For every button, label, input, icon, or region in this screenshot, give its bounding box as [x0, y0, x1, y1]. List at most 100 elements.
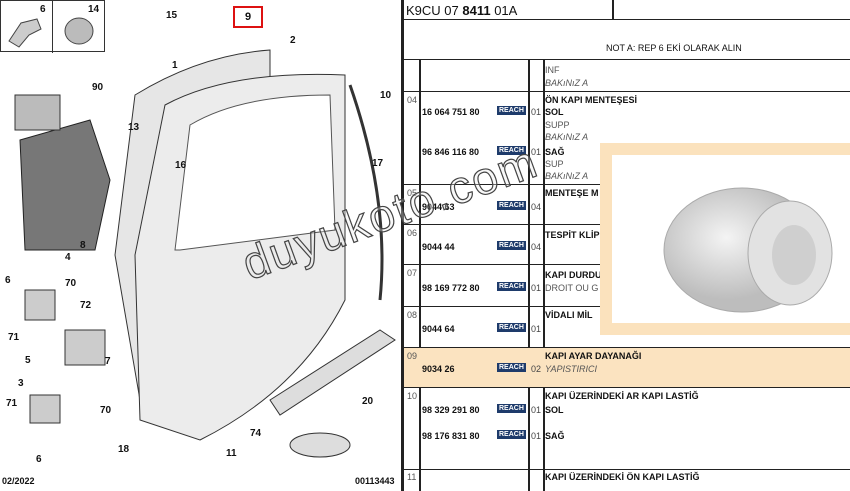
cell-text: 01 [531, 107, 542, 117]
callout-18: 18 [118, 444, 130, 455]
cell-text: 02 [531, 364, 542, 374]
cell-text: 9044 64 [422, 324, 455, 334]
callout-1: 1 [172, 60, 178, 71]
column-divider [528, 60, 530, 491]
cell-text: 08 [407, 310, 418, 320]
table-row[interactable]: INF BAKıNıZ A [404, 60, 850, 92]
cell-text: K9CU 07 [406, 3, 463, 18]
cell-text: SUP [545, 159, 564, 169]
cell-text: KAPI ÜZERİNDEKİ ÖN KAPI LASTİĞ [545, 472, 700, 482]
cell-text: SUPP [545, 120, 570, 130]
callout-13: 13 [128, 122, 140, 133]
cell-text: 9044 63 [422, 202, 455, 212]
note-text: NOT A: REP 6 EKİ OLARAK ALIN [606, 43, 742, 53]
thumb-clip[interactable] [1, 1, 53, 53]
plug-icon [64, 17, 94, 45]
reach-badge: REACH [497, 146, 526, 155]
cell-text: 07 [407, 268, 418, 278]
cell-text: 06 [407, 228, 418, 238]
cell-text: MENTEŞE M [545, 188, 599, 198]
callout-7: 7 [105, 356, 111, 367]
callout-14: 14 [88, 4, 100, 15]
cell-text: 98 176 831 80 [422, 431, 480, 441]
bumper-part-image [663, 187, 833, 313]
diagram-date: 02/2022 [2, 476, 35, 486]
cell-text: 01 [531, 283, 542, 293]
cell-text [612, 0, 614, 20]
cell-text: SOL [545, 405, 564, 415]
thumbnail-strip [0, 0, 106, 53]
table-header: K9CU 07 8411 01A [404, 0, 850, 20]
cell-text: 01 [531, 324, 542, 334]
reach-badge: REACH [497, 241, 526, 250]
callout-10: 10 [380, 90, 392, 101]
cell-text: 01 [531, 405, 542, 415]
cell-text: 04 [407, 95, 418, 105]
cell-text: 9044 44 [422, 242, 455, 252]
thumb-plug[interactable] [53, 1, 106, 53]
cell-text: 16 064 751 80 [422, 107, 480, 117]
callout-20: 20 [362, 396, 374, 407]
callout-6b: 6 [5, 275, 11, 286]
cell-text: 09 [407, 351, 418, 361]
clip-icon [8, 18, 42, 48]
callout-11: 11 [226, 448, 237, 459]
cell-text: VİDALI MİL [545, 310, 593, 320]
cell-text: TESPİT KLİP [545, 230, 600, 240]
reach-badge: REACH [497, 323, 526, 332]
table-row[interactable]: 11 KAPI ÜZERİNDEKİ ÖN KAPI LASTİĞ [404, 470, 850, 491]
cell-text: BAKıNıZ A [545, 171, 589, 181]
cell-text: INF [545, 65, 560, 75]
callout-70b: 70 [100, 405, 112, 416]
cell-text: 10 [407, 391, 418, 401]
cell-text: 01 [531, 147, 542, 157]
reach-badge: REACH [497, 363, 526, 372]
callout-74: 74 [250, 428, 262, 439]
cell-text: 05 [407, 188, 418, 198]
cell-text: 9034 26 [422, 364, 455, 374]
part-preview-popup [600, 143, 850, 335]
cell-text: DROIT OU G [545, 283, 599, 293]
callout-3: 3 [18, 378, 24, 389]
catalog-code: K9CU 07 8411 01A [406, 3, 518, 18]
table-row[interactable]: 10 KAPI ÜZERİNDEKİ AR KAPI LASTİĞ 98 329 … [404, 388, 850, 470]
reach-badge: REACH [497, 430, 526, 439]
callout-2: 2 [290, 35, 296, 46]
callout-6c: 6 [36, 454, 42, 465]
callout-6: 6 [40, 4, 46, 15]
callout-5: 5 [25, 355, 31, 366]
door-exploded-view [14, 49, 396, 458]
parts-table: K9CU 07 8411 01A NOT A: REP 6 EKİ OLARAK… [404, 0, 850, 491]
callout-72: 72 [80, 300, 92, 311]
callout-71: 71 [8, 332, 20, 343]
cell-text: 98 329 291 80 [422, 405, 480, 415]
cell-text: BAKıNıZ A [545, 78, 589, 88]
reach-badge: REACH [497, 201, 526, 210]
cell-text: KAPI AYAR DAYANAĞI [545, 351, 642, 361]
note-row: NOT A: REP 6 EKİ OLARAK ALIN [404, 20, 850, 60]
cell-text: 01A [490, 3, 518, 18]
reach-badge: REACH [497, 106, 526, 115]
callout-17: 17 [372, 158, 384, 169]
reach-badge: REACH [497, 404, 526, 413]
cell-text: KAPI DURDU [545, 270, 602, 280]
reach-badge: REACH [497, 282, 526, 291]
cell-text: 11 [407, 472, 417, 482]
cell-text: BAKıNıZ A [545, 132, 589, 142]
table-row[interactable]: 08 VİDALI MİL 9044 64 REACH 01 [404, 307, 850, 348]
cell-text: 04 [531, 202, 542, 212]
parts-diagram: 6 14 15 9 1 2 90 13 10 16 17 8 4 6 70 72… [0, 0, 401, 491]
cell-text: ÖN KAPI MENTEŞESİ [545, 95, 638, 105]
cell-text: 04 [531, 242, 542, 252]
cell-text: 96 846 116 80 [422, 147, 480, 157]
cell-text: KAPI ÜZERİNDEKİ AR KAPI LASTİĞ [545, 391, 699, 401]
column-divider [543, 60, 545, 491]
callout-71b: 71 [6, 398, 18, 409]
cell-text: YAPISTIRICI [545, 364, 598, 374]
diagram-id: 00113443 [355, 476, 395, 486]
callout-9-highlighted[interactable]: 9 [233, 6, 263, 28]
cell-text: 01 [531, 431, 542, 441]
callout-16: 16 [175, 160, 187, 171]
callout-15: 15 [166, 10, 178, 21]
